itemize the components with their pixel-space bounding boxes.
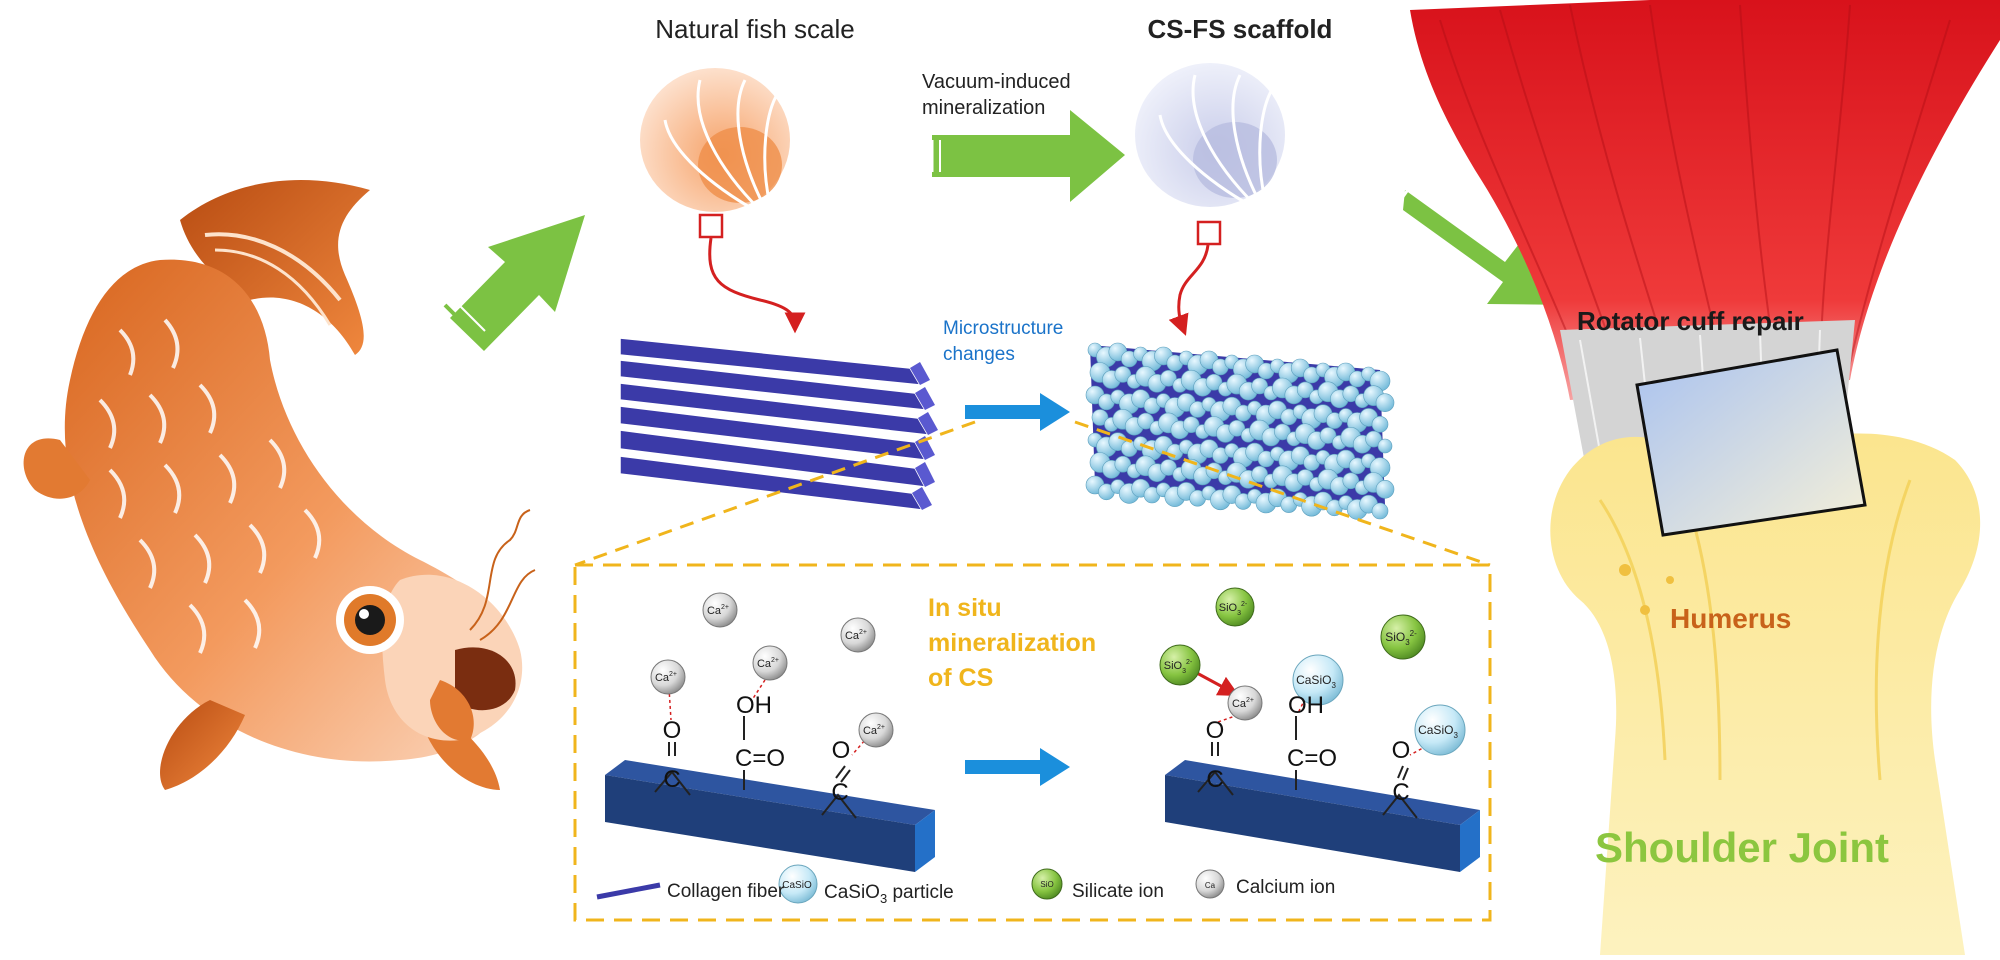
casio3-bead — [1342, 385, 1360, 403]
cs-fs-scaffold-scale — [1135, 63, 1285, 246]
ion-sio3-label: SiO32- — [1219, 601, 1248, 617]
collagen-bar-left — [605, 760, 935, 872]
casio3-bead — [1251, 465, 1268, 483]
casio3-bead — [1137, 412, 1154, 430]
svg-text:C=O: C=O — [1287, 745, 1337, 772]
ion-sio3-label: SiO32- — [1164, 659, 1193, 675]
chemical-bonds-right — [1197, 716, 1418, 819]
title-cs-fs-scaffold: CS-FS scaffold — [1148, 14, 1333, 44]
chem-groups-left: O C OH C=O O C — [663, 692, 851, 806]
chemical-bonds-left — [654, 716, 857, 819]
shoulder-joint-illustration — [1410, 0, 2000, 955]
ion-ca-label: Ca2+ — [707, 604, 729, 617]
micro-label-line2: changes — [943, 344, 1015, 365]
legend-symbols — [596, 864, 1225, 904]
casio3-bead — [1377, 438, 1393, 454]
svg-text:C: C — [831, 779, 848, 806]
svg-text:OH: OH — [736, 692, 772, 719]
particle-casio3-label: CaSiO3 — [1418, 723, 1458, 740]
step1-label-line2: mineralization — [922, 97, 1045, 119]
legend-calcium-symbol: Ca — [1205, 881, 1216, 890]
legend-silicate-ion: Silicate ion — [1072, 881, 1164, 902]
legend-collagen-fiber: Collagen fiber — [667, 881, 785, 902]
svg-text:O: O — [1206, 717, 1225, 744]
zoom-curve-right — [1168, 244, 1210, 336]
casio3-bead — [1274, 423, 1291, 441]
casio3-bead — [1205, 373, 1223, 391]
svg-text:O: O — [832, 737, 851, 764]
casio3-bead — [1114, 455, 1132, 473]
step1-label-line1: Vacuum-induced — [922, 71, 1071, 93]
casio3-bead — [1371, 502, 1389, 520]
ion-ca-label: Ca2+ — [655, 671, 677, 684]
casio3-bead — [1375, 479, 1395, 499]
ion-ca-label: Ca2+ — [845, 629, 867, 642]
arrow-fish-to-scale — [443, 215, 585, 351]
ion-sio3-label: SiO32- — [1385, 629, 1417, 647]
casio3-bead — [1160, 459, 1177, 476]
ion-ca-label: Ca2+ — [757, 657, 779, 670]
koi-fish-illustration — [23, 180, 536, 790]
title-natural-fish-scale: Natural fish scale — [655, 14, 854, 44]
legend-silicate-symbol: SiO — [1040, 880, 1053, 889]
label-humerus: Humerus — [1670, 603, 1791, 634]
svg-text:C: C — [1392, 779, 1409, 806]
svg-text:OH: OH — [1288, 692, 1324, 719]
svg-text:C: C — [663, 766, 680, 793]
ion-ca-label: Ca2+ — [1232, 697, 1254, 710]
insitu-label-line3: of CS — [928, 664, 993, 692]
collagen-bar-right — [1165, 760, 1480, 872]
svg-text:C=O: C=O — [735, 745, 785, 772]
ion-labels: Ca2+ Ca2+ Ca2+ Ca2+ Ca2+ Ca2+ SiO32- SiO… — [655, 601, 1458, 740]
chem-groups-right: O C OH C=O O C — [1206, 692, 1411, 806]
casio3-bead — [1228, 419, 1246, 437]
insitu-detail-box — [573, 420, 1492, 922]
legend-calcium-ion: Calcium ion — [1236, 877, 1335, 898]
micro-label-line1: Microstructure — [943, 318, 1063, 339]
casio3-bead — [1114, 366, 1132, 383]
casio3-bead — [1375, 393, 1395, 413]
silicate-attach-arrow — [1194, 670, 1240, 696]
casio3-bead — [1182, 416, 1200, 434]
legend-particle-symbol: CaSiO — [782, 880, 812, 891]
casio3-bead — [1296, 381, 1314, 399]
casio3-bead — [1319, 427, 1337, 444]
insitu-label-line1: In situ — [928, 594, 1002, 622]
ion-spheres — [650, 587, 1466, 756]
svg-text:O: O — [663, 717, 682, 744]
arrow-scale-to-scaffold — [930, 110, 1125, 202]
casio3-bead — [1160, 369, 1177, 387]
svg-text:C: C — [1206, 766, 1223, 793]
casio3-bead — [1342, 472, 1360, 490]
particle-casio3-label: CaSiO3 — [1296, 673, 1336, 690]
legend-casio3-particle: CaSiO3 particle — [824, 882, 954, 906]
ionic-links — [668, 679, 1433, 756]
zoom-curve-left — [708, 237, 806, 334]
collagen-fiber-bundle — [619, 337, 938, 511]
label-rotator-cuff-repair: Rotator cuff repair — [1577, 306, 1804, 336]
casio3-bead — [1296, 469, 1314, 486]
ion-ca-label: Ca2+ — [863, 724, 885, 737]
svg-text:O: O — [1392, 737, 1411, 764]
casio3-bead — [1371, 415, 1389, 433]
casio3-bead — [1251, 377, 1268, 395]
arrow-microstructure — [965, 393, 1070, 431]
insitu-label-line2: mineralization — [928, 629, 1096, 657]
natural-fish-scale — [640, 68, 790, 239]
arrow-insitu — [965, 748, 1070, 786]
label-shoulder-joint: Shoulder Joint — [1595, 824, 1889, 871]
casio3-bead — [1365, 430, 1382, 448]
casio3-bead — [1091, 409, 1109, 426]
mineralized-fiber-bundle — [1085, 342, 1395, 520]
